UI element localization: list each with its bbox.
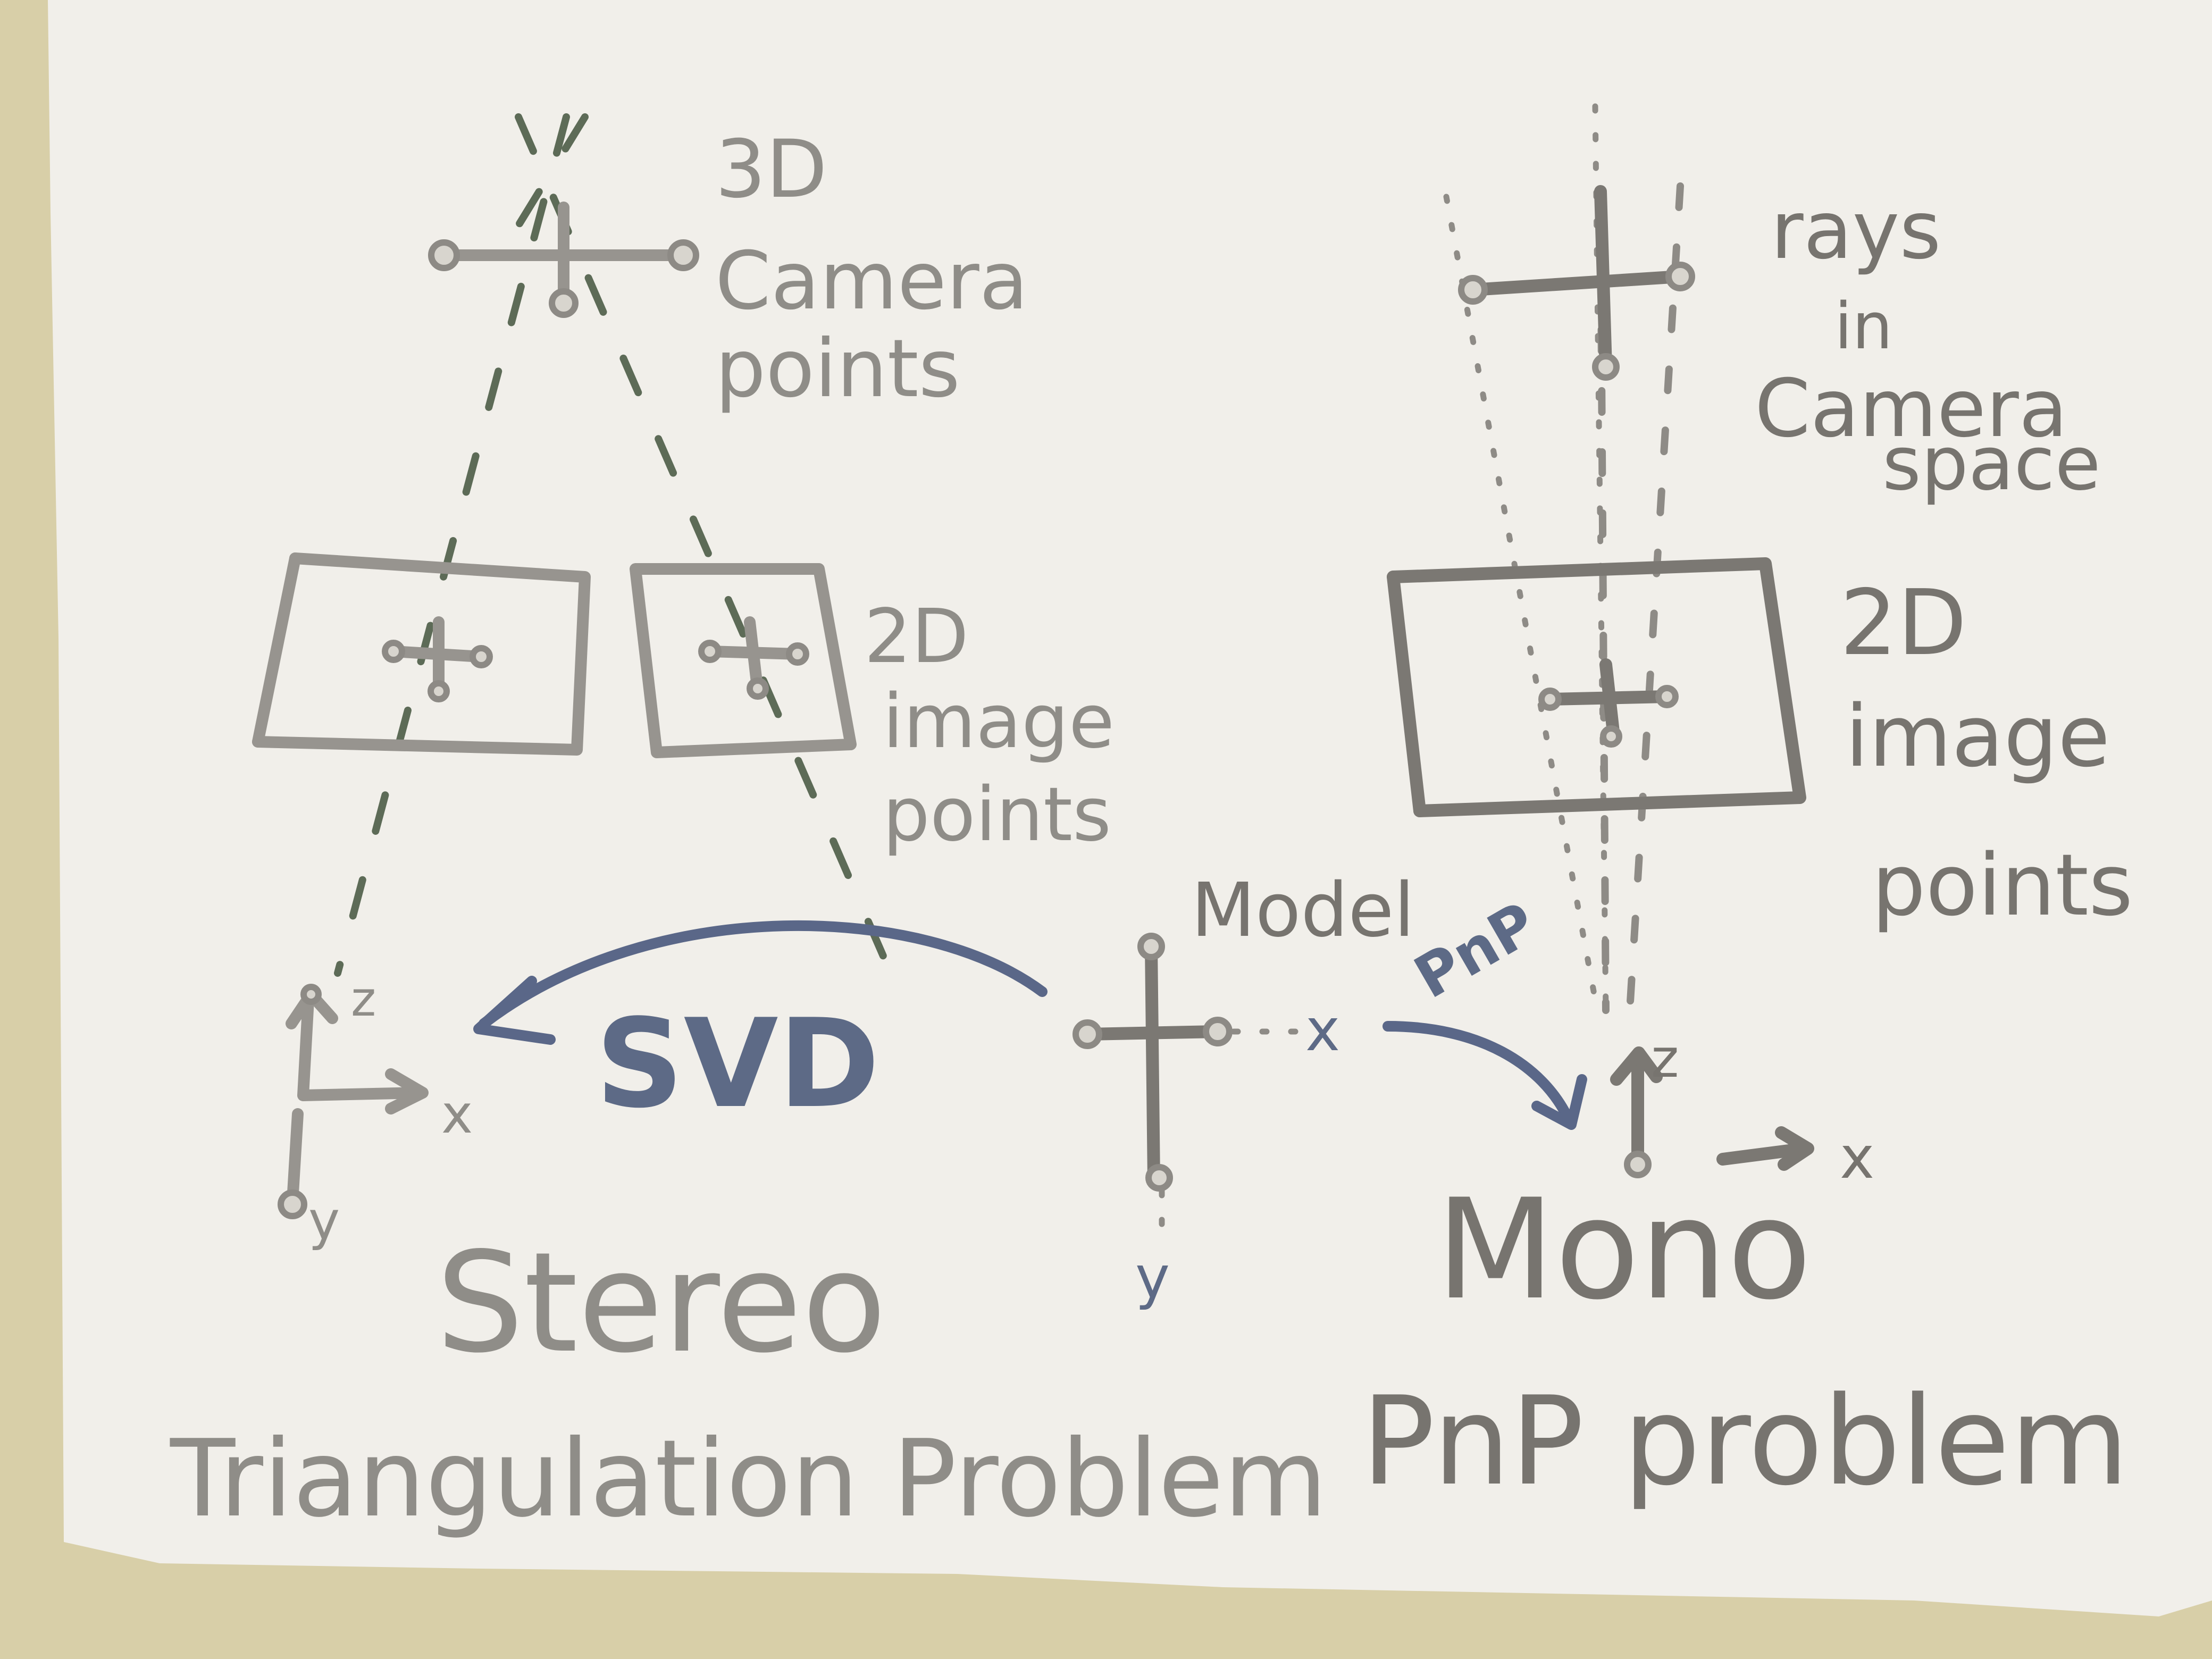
svd-arrow (479, 920, 1048, 1029)
label-2d: 2D (1840, 571, 1967, 676)
model-axis-y-label: y (1135, 1243, 1170, 1311)
label-camera: Camera (1755, 363, 2068, 455)
label-rays: rays (1771, 185, 1941, 277)
stereo-axes-icon (278, 984, 429, 1219)
svd-arrowhead (473, 976, 556, 1045)
stereo-title: Stereo (436, 1223, 886, 1384)
label-image: image (883, 678, 1115, 765)
model-axis-x-label: x (1305, 996, 1340, 1064)
left-image-point-a-icon (382, 616, 493, 702)
left-image-point-b-icon (698, 616, 809, 700)
label-points: points (883, 772, 1111, 858)
pnp-arrowhead (1531, 1074, 1587, 1130)
left-image-plane-b (630, 563, 857, 758)
label-in: in (1834, 290, 1892, 364)
left-image-plane-a (252, 552, 591, 756)
stereo-axis-z-label: z (351, 971, 376, 1027)
label-points: points (1872, 835, 2133, 935)
paper-sheet (48, 0, 2212, 1616)
stereo-green-rays (334, 113, 894, 977)
rays-point-icon (1458, 185, 1695, 381)
left-image-points-label: 2D image points (864, 593, 1115, 858)
right-image-plane (1387, 557, 1806, 817)
camera-points-label: 3D Camera points (715, 123, 1028, 415)
label-space: space (1882, 421, 2101, 507)
right-image-points-label: 2D image points (1840, 571, 2133, 935)
model-axes-icon (1073, 933, 1301, 1242)
triangulation-title: Triangulation Problem (170, 1417, 1327, 1541)
label-camera: Camera (715, 235, 1028, 328)
model-label: Model (1191, 867, 1414, 954)
label-3d: 3D (715, 123, 827, 216)
stereo-axis-y-label: y (308, 1189, 340, 1252)
pnp-problem-title: PnP problem (1361, 1371, 2129, 1513)
mono-title: Mono (1436, 1170, 1812, 1330)
label-image: image (1845, 686, 2110, 786)
mono-axis-z-label: z (1651, 1027, 1679, 1090)
rays-label: rays in Camera space (1755, 185, 2101, 507)
svd-label: SVD (596, 993, 880, 1135)
label-points: points (715, 323, 960, 415)
label-2d: 2D (864, 593, 969, 680)
right-image-point-icon (1538, 658, 1679, 748)
mono-axis-x-label: x (1840, 1124, 1874, 1192)
mono-axes-icon (1610, 1046, 1814, 1178)
stereo-axis-x-label: x (441, 1083, 473, 1145)
pnp-arrow (1382, 1021, 1574, 1125)
camera-point-3d-icon (428, 202, 699, 318)
